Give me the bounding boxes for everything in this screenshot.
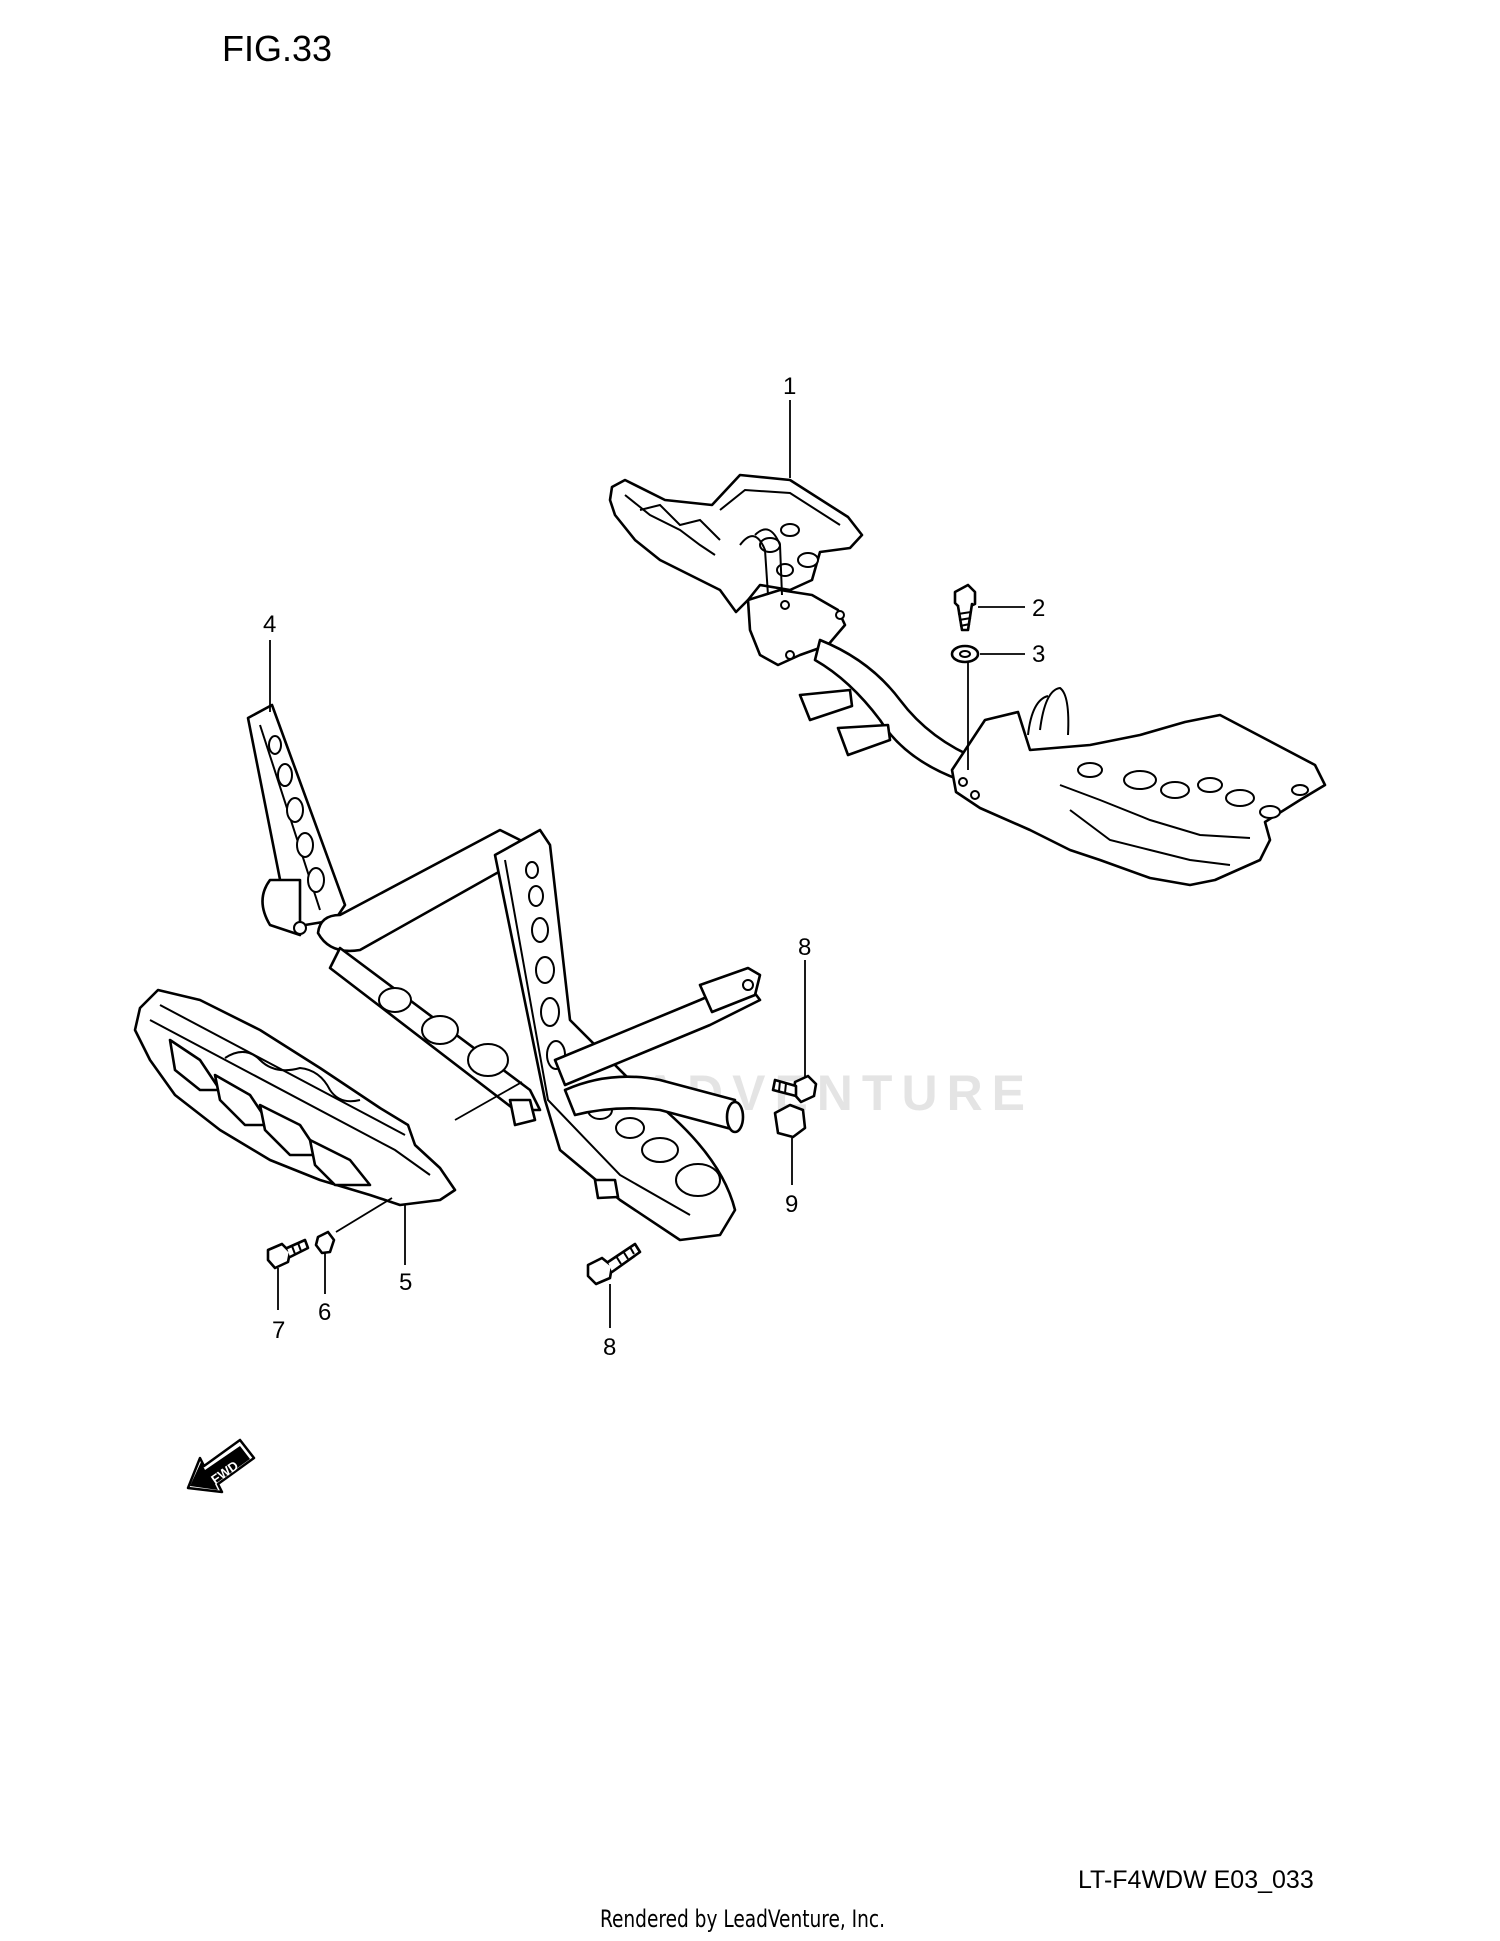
fwd-arrow-icon: FWD — [186, 1438, 256, 1494]
part-3-washer[interactable] — [950, 644, 980, 664]
callout-2: 2 — [1032, 595, 1045, 622]
callout-5: 5 — [399, 1269, 412, 1296]
diagram-code: LT-F4WDW E03_033 — [1078, 1866, 1314, 1894]
part-6-clip[interactable] — [314, 1230, 336, 1255]
part-8-bolt-upper[interactable] — [771, 1074, 818, 1104]
callout-7: 7 — [272, 1317, 285, 1344]
callout-1: 1 — [783, 373, 796, 400]
callout-6: 6 — [318, 1299, 331, 1326]
callout-3: 3 — [1032, 641, 1045, 668]
part-2-bolt[interactable] — [953, 583, 977, 632]
callout-8-upper: 8 — [798, 934, 811, 961]
rendered-by-credit: Rendered by LeadVenture, Inc. — [600, 1905, 886, 1933]
part-7-bolt[interactable] — [266, 1238, 310, 1270]
part-5-bumper-guard[interactable] — [133, 988, 457, 1207]
leader-lines — [269, 400, 1025, 1328]
part-4-front-frame[interactable] — [246, 703, 762, 1242]
figure-title: FIG.33 — [222, 28, 333, 69]
callout-8-lower: 8 — [603, 1334, 616, 1361]
part-1-footrest-assembly[interactable] — [608, 473, 1327, 887]
part-9-nut[interactable] — [773, 1103, 807, 1139]
callout-9: 9 — [785, 1191, 798, 1218]
callout-4: 4 — [263, 611, 276, 638]
part-8-bolt-lower[interactable] — [586, 1242, 642, 1286]
